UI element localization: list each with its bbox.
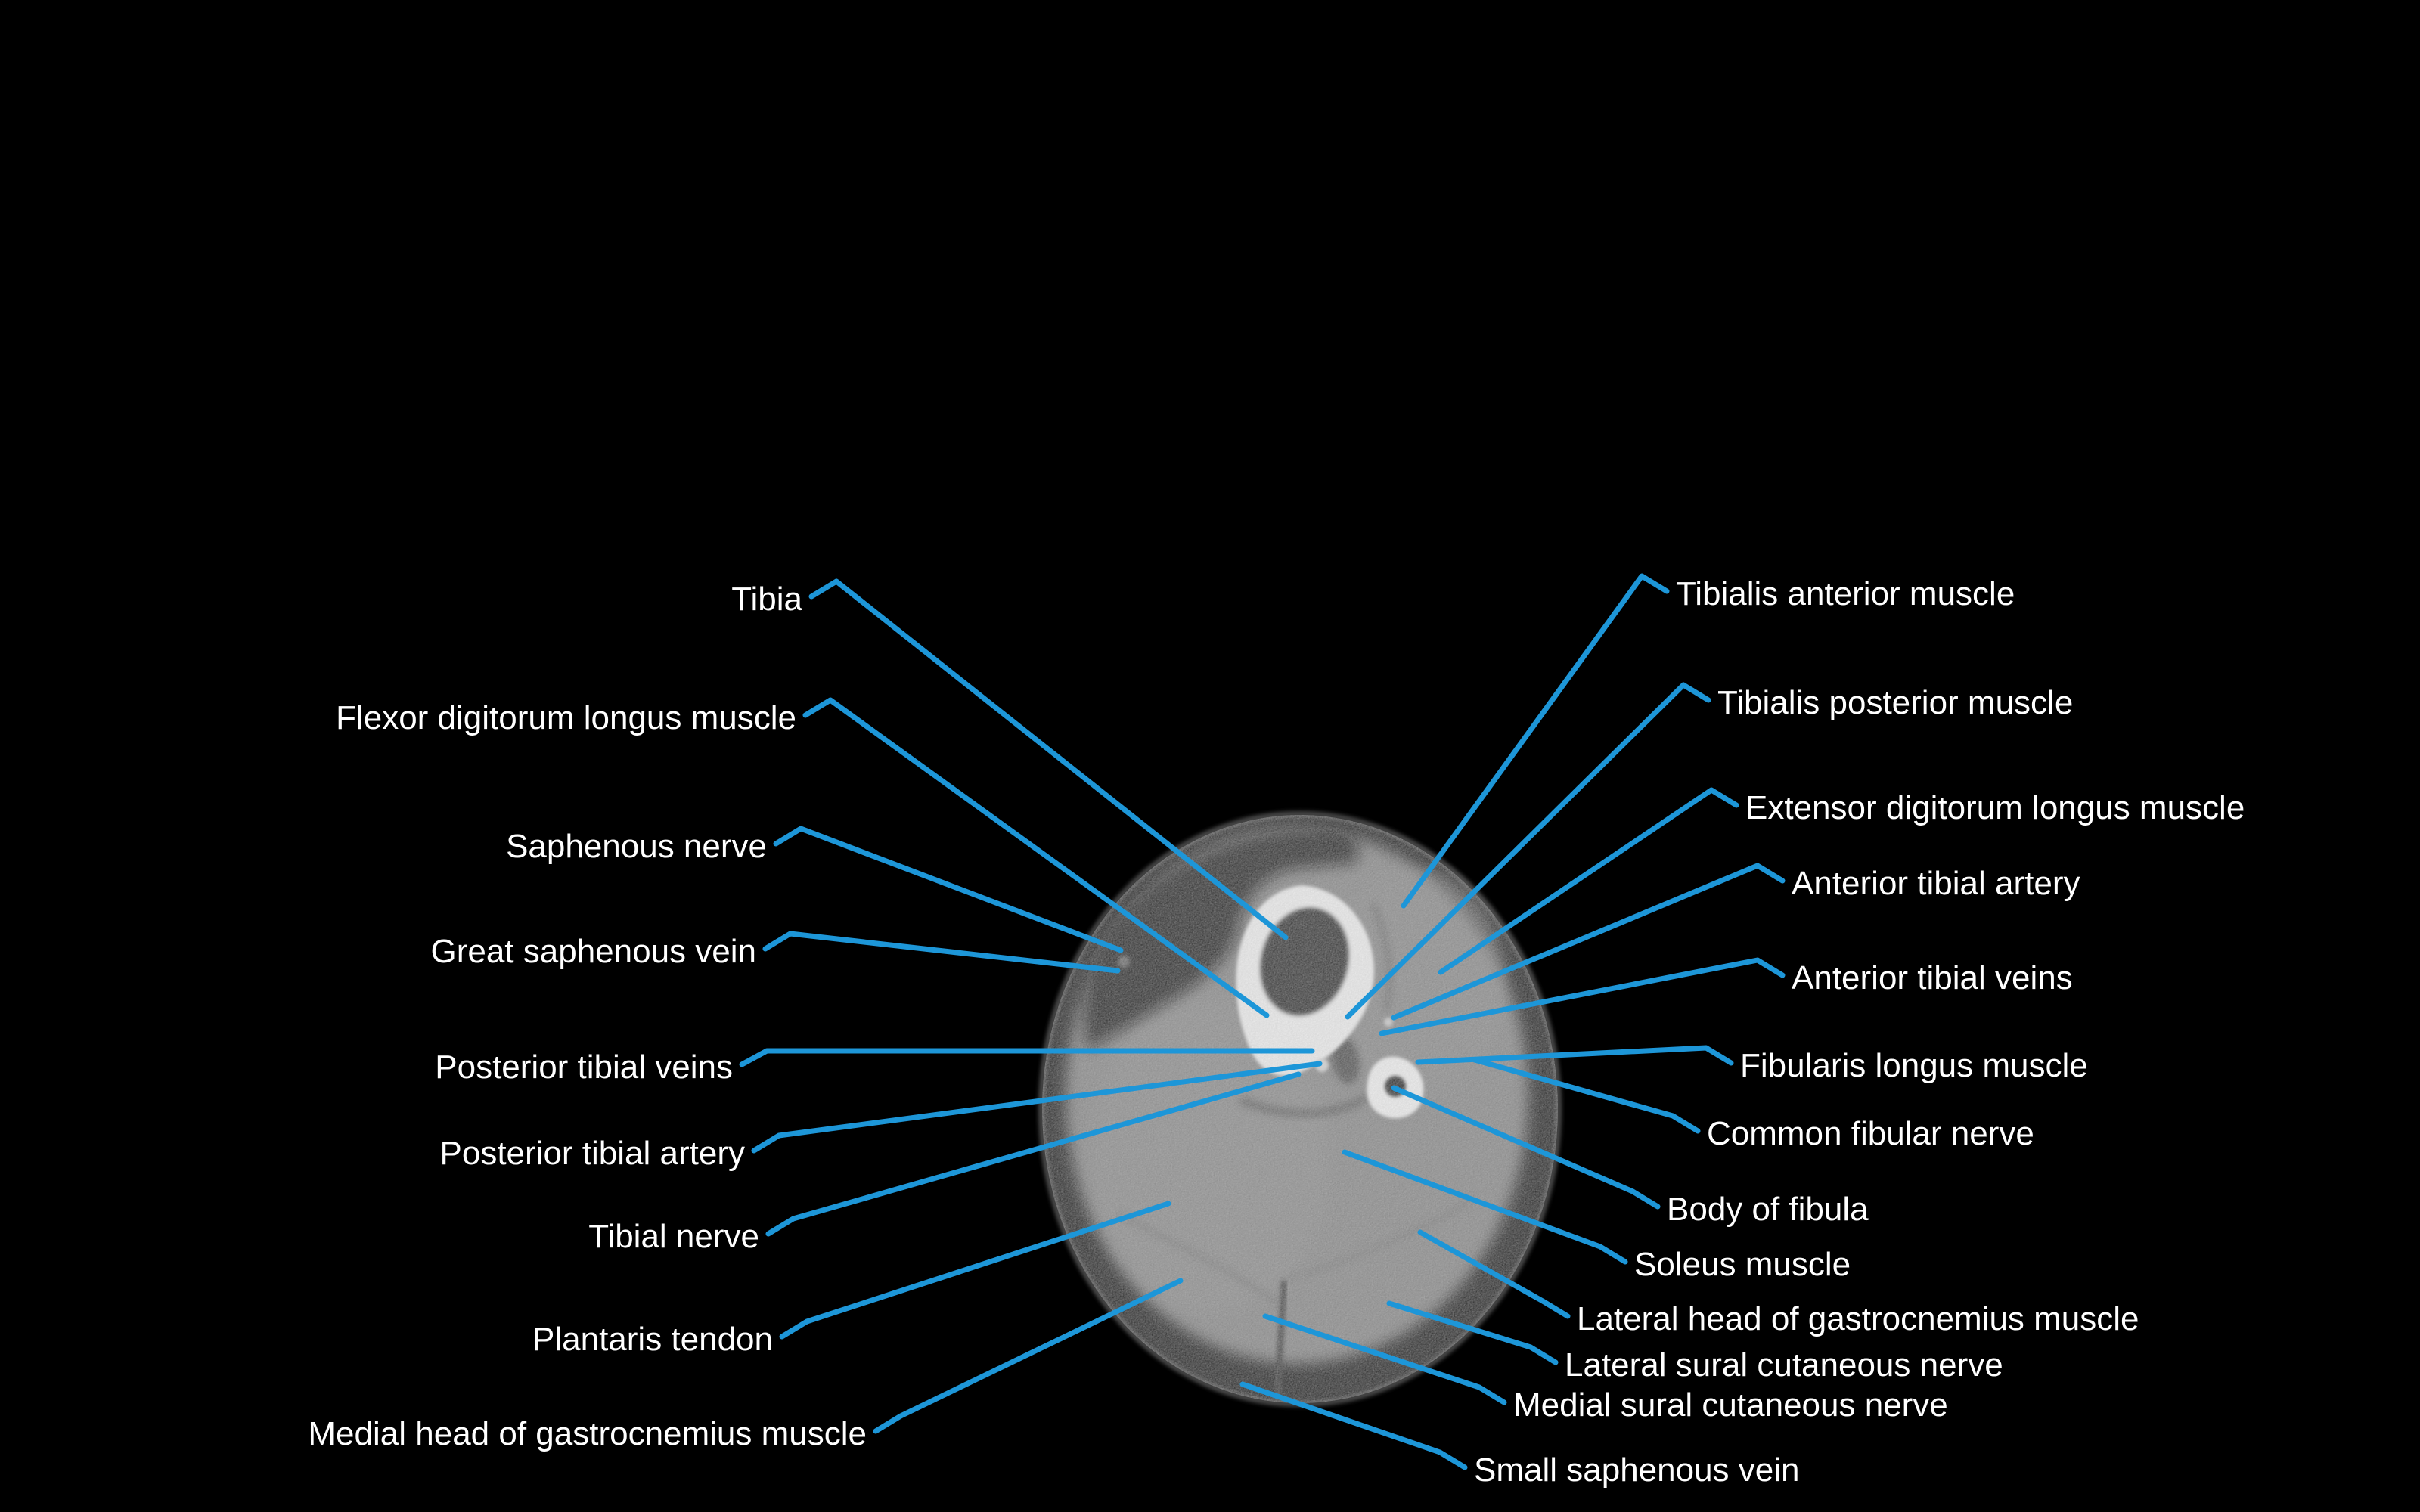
- leader-line-extensor-digitorum-longus-muscle: [1438, 787, 1739, 975]
- label-tibia[interactable]: Tibia: [731, 580, 802, 618]
- label-anterior-tibial-artery[interactable]: Anterior tibial artery: [1792, 864, 2080, 902]
- leader-line-lateral-sural-cutaneous-nerve: [1386, 1300, 1559, 1365]
- leader-line-tibialis-anterior-muscle: [1401, 573, 1670, 909]
- label-fibularis-longus-muscle[interactable]: Fibularis longus muscle: [1740, 1046, 2088, 1084]
- label-plantaris-tendon[interactable]: Plantaris tendon: [532, 1320, 773, 1358]
- label-anterior-tibial-veins[interactable]: Anterior tibial veins: [1792, 959, 2073, 996]
- label-common-fibular-nerve[interactable]: Common fibular nerve: [1707, 1114, 2034, 1152]
- leader-line-tibialis-posterior-muscle: [1345, 682, 1711, 1020]
- leader-line-anterior-tibial-veins: [1379, 957, 1786, 1036]
- leader-line-anterior-tibial-artery: [1391, 863, 1786, 1021]
- label-lateral-sural-cutaneous-nerve[interactable]: Lateral sural cutaneous nerve: [1565, 1346, 2003, 1383]
- label-body-of-fibula[interactable]: Body of fibula: [1667, 1190, 1869, 1228]
- label-tibialis-posterior-muscle[interactable]: Tibialis posterior muscle: [1717, 683, 2074, 721]
- label-soleus-muscle[interactable]: Soleus muscle: [1634, 1245, 1851, 1283]
- leader-line-common-fibular-nerve: [1472, 1057, 1701, 1134]
- label-medial-sural-cutaneous-nerve[interactable]: Medial sural cutaneous nerve: [1513, 1386, 1948, 1424]
- label-medial-head-of-gastrocnemius-muscle[interactable]: Medial head of gastrocnemius muscle: [308, 1414, 867, 1452]
- label-tibial-nerve[interactable]: Tibial nerve: [588, 1217, 759, 1255]
- label-small-saphenous-vein[interactable]: Small saphenous vein: [1474, 1451, 1800, 1489]
- label-lateral-head-of-gastrocnemius-muscle[interactable]: Lateral head of gastrocnemius muscle: [1577, 1300, 2139, 1337]
- label-extensor-digitorum-longus-muscle[interactable]: Extensor digitorum longus muscle: [1745, 789, 2245, 826]
- label-great-saphenous-vein[interactable]: Great saphenous vein: [430, 932, 756, 970]
- leader-line-lateral-head-of-gastrocnemius-muscle: [1417, 1229, 1571, 1319]
- leader-line-posterior-tibial-artery: [751, 1061, 1323, 1154]
- leader-line-posterior-tibial-veins: [739, 1048, 1315, 1067]
- label-posterior-tibial-veins[interactable]: Posterior tibial veins: [435, 1048, 733, 1086]
- leader-line-medial-head-of-gastrocnemius-muscle: [873, 1278, 1184, 1434]
- leader-line-tibia: [808, 578, 1289, 940]
- leader-line-body-of-fibula: [1391, 1085, 1661, 1210]
- leader-line-plantaris-tendon: [779, 1201, 1171, 1340]
- leader-line-small-saphenous-vein: [1239, 1381, 1468, 1470]
- leader-line-medial-sural-cutaneous-nerve: [1262, 1313, 1507, 1405]
- label-flexor-digitorum-longus-muscle[interactable]: Flexor digitorum longus muscle: [336, 699, 796, 736]
- leader-line-saphenous-nerve: [773, 826, 1124, 953]
- leader-line-soleus-muscle: [1342, 1149, 1628, 1265]
- leader-line-great-saphenous-vein: [762, 931, 1121, 974]
- leader-line-fibularis-longus-muscle: [1415, 1045, 1734, 1066]
- label-posterior-tibial-artery[interactable]: Posterior tibial artery: [439, 1134, 745, 1172]
- leader-line-flexor-digitorum-longus-muscle: [802, 697, 1270, 1018]
- leader-line-tibial-nerve: [765, 1071, 1302, 1237]
- label-tibialis-anterior-muscle[interactable]: Tibialis anterior muscle: [1676, 575, 2015, 612]
- label-saphenous-nerve[interactable]: Saphenous nerve: [506, 827, 767, 865]
